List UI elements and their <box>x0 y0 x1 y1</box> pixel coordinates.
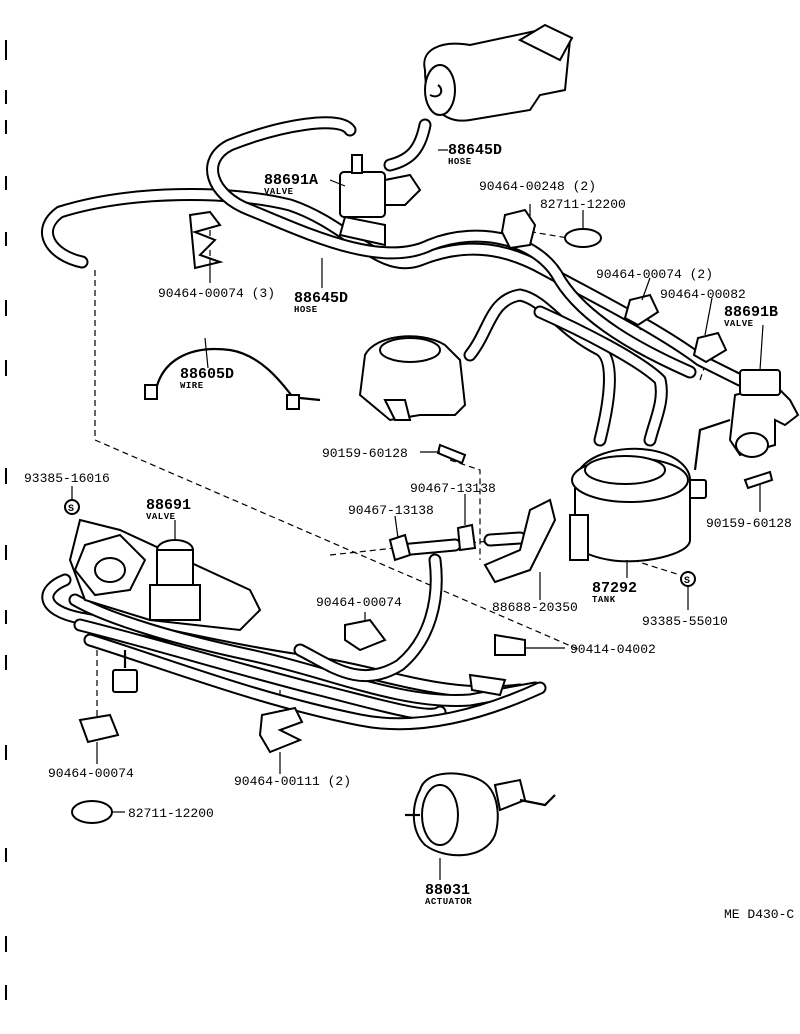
hose-network <box>41 116 747 731</box>
canister-component <box>423 23 574 122</box>
svg-text:S: S <box>684 576 690 587</box>
clamp-top-number: 90464-00248 (2) <box>479 179 596 194</box>
bracket-component <box>483 498 557 584</box>
clamp-bottom-left-number: 90464-00074 <box>48 766 134 781</box>
valve-a-component <box>338 154 422 247</box>
clamp-group-top <box>188 208 728 364</box>
clamp-center-number: 90464-00074 <box>316 595 402 610</box>
clamp-82-number: 90464-00082 <box>660 287 746 302</box>
tank-number: 87292 <box>592 580 637 597</box>
valve-b-component <box>685 369 800 499</box>
valve-a-number: 88691A <box>264 172 318 189</box>
valve-a-name: VALVE <box>264 187 294 197</box>
wire-component <box>144 348 321 410</box>
clip-13138-a-number: 90467-13138 <box>348 503 434 518</box>
hose-upper-number: 88645D <box>448 142 502 159</box>
actuator-number: 88031 <box>425 882 470 899</box>
valve-b-number: 88691B <box>724 304 778 321</box>
bolt-right-number: 90159-60128 <box>706 516 792 531</box>
screw-right-number: 93385-55010 <box>642 614 728 629</box>
main-valve-component <box>68 518 262 693</box>
fasteners <box>64 443 774 587</box>
tank-name: TANK <box>592 595 616 605</box>
clamps-3-number: 90464-00074 (3) <box>158 286 275 301</box>
svg-text:S: S <box>68 504 74 515</box>
hose-mid-name: HOSE <box>294 305 318 315</box>
connector-number: 90414-04002 <box>570 642 656 657</box>
diagram-code: ME D430-C <box>724 907 794 922</box>
clamps-2-right-number: 90464-00074 (2) <box>596 267 713 282</box>
actuator-name: ACTUATOR <box>425 897 472 907</box>
hose-upper-name: HOSE <box>448 157 472 167</box>
screw-markers: S S <box>68 504 690 587</box>
screw-left-number: 93385-16016 <box>24 471 110 486</box>
bolt-left-number: 90159-60128 <box>322 446 408 461</box>
clamp-group-bottom <box>71 618 526 824</box>
bracket-number: 88688-20350 <box>492 600 578 615</box>
leader-lines <box>71 149 764 880</box>
valve-main-number: 88691 <box>146 497 191 514</box>
diaphragm-component <box>358 335 467 422</box>
band-bottom-number: 82711-12200 <box>128 806 214 821</box>
clip-13138-b-number: 90467-13138 <box>410 481 496 496</box>
actuator-component <box>405 772 556 857</box>
hose-mid-number: 88645D <box>294 290 348 307</box>
valve-main-name: VALVE <box>146 512 176 522</box>
wire-number: 88605D <box>180 366 234 383</box>
valve-b-name: VALVE <box>724 319 754 329</box>
part-labels: 88645D HOSE 88691A VALVE 90464-00248 (2)… <box>24 142 794 922</box>
wire-name: WIRE <box>180 381 204 391</box>
band-top-number: 82711-12200 <box>540 197 626 212</box>
tank-component <box>569 447 691 563</box>
clamps-111-number: 90464-00111 (2) <box>234 774 351 789</box>
